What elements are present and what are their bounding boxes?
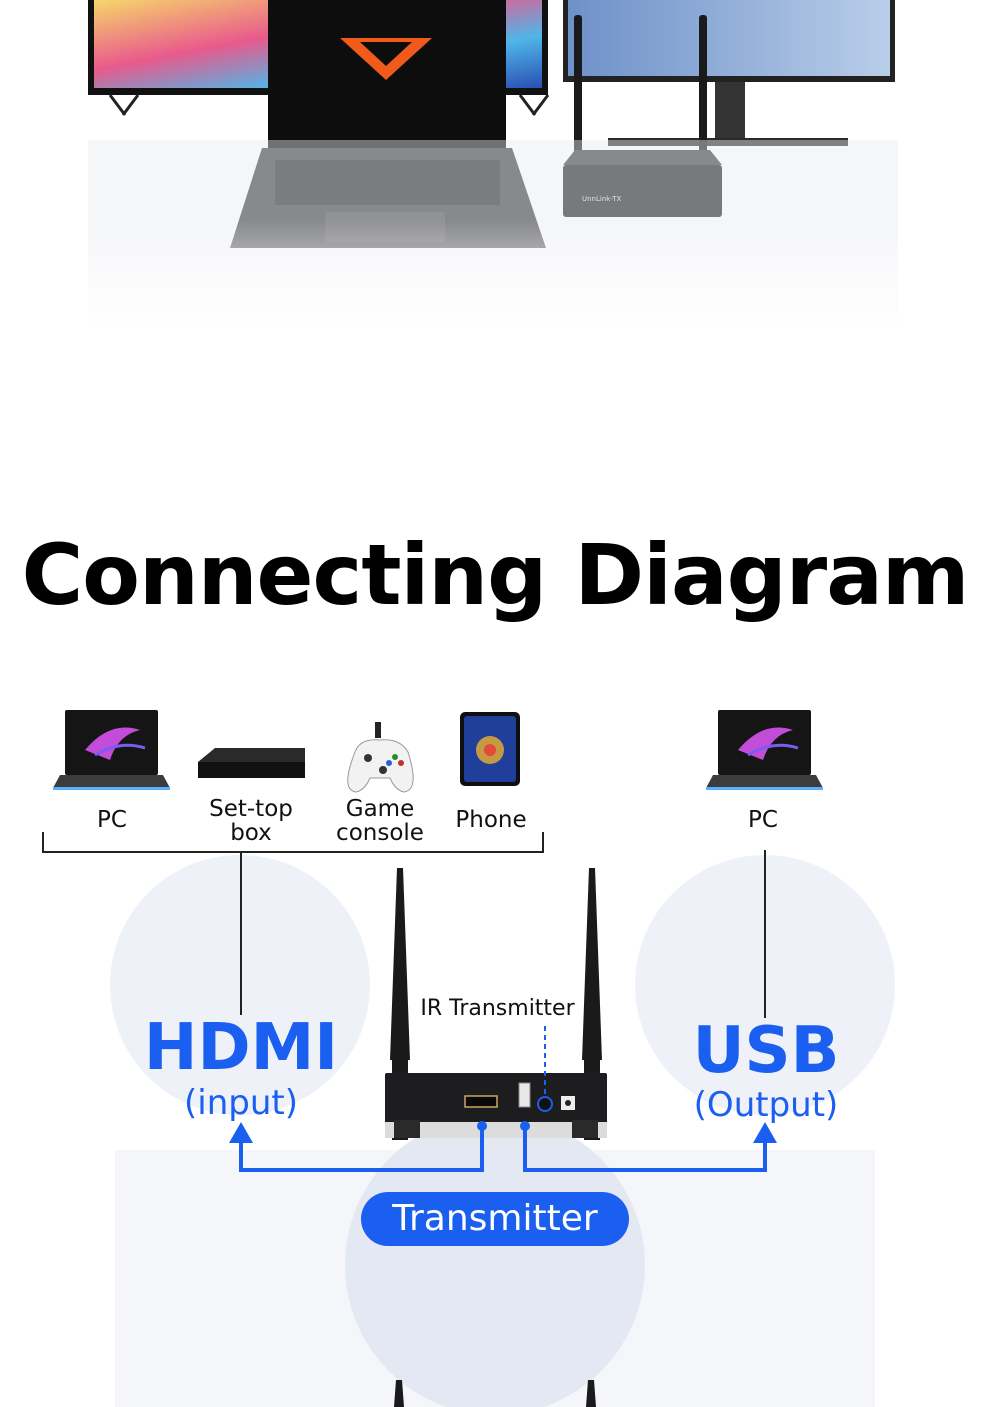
hdmi-label: HDMI — [143, 1011, 339, 1085]
laptop-icon — [53, 710, 170, 790]
usb-port-dot — [520, 1121, 530, 1131]
ir-transmitter-label: IR Transmitter — [420, 996, 575, 1021]
game-controller-icon — [347, 722, 414, 793]
product-label: UnnLink-TX — [582, 195, 621, 203]
hero-illustration: UnnLink-TX — [0, 0, 990, 330]
laptop-right-icon — [706, 710, 823, 790]
device-label-pc-right: PC — [748, 807, 778, 833]
transmitter-hero-icon: UnnLink-TX — [563, 15, 722, 217]
page-title: Connecting Diagram — [21, 526, 970, 624]
source-bracket — [42, 832, 766, 1018]
hdmi-direction: (input) — [184, 1083, 298, 1123]
device-label-phone: Phone — [455, 807, 527, 833]
hdmi-arrowhead — [229, 1122, 253, 1143]
set-top-box-icon — [198, 748, 305, 778]
receiver-antennas — [394, 1380, 596, 1407]
hero-product-scene: UnnLink-TX — [0, 0, 990, 330]
device-label-pc: PC — [97, 807, 127, 833]
hdmi-connection-arrow — [239, 1126, 484, 1172]
monitor-icon — [563, 0, 895, 146]
usb-direction: (Output) — [693, 1085, 839, 1125]
background-glow — [110, 855, 895, 1407]
usb-arrowhead — [753, 1122, 777, 1143]
transmitter-badge: Transmitter — [361, 1192, 629, 1246]
hdmi-port-dot — [477, 1121, 487, 1131]
usb-label: USB — [692, 1014, 840, 1088]
usb-connection-arrow — [523, 1126, 767, 1172]
phone-icon — [460, 712, 520, 786]
